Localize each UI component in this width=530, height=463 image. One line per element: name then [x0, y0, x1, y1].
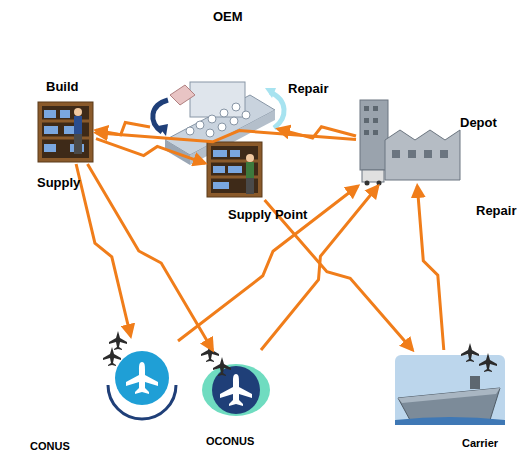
process-label: Build [46, 80, 79, 94]
lightning-connector [417, 186, 444, 350]
lightning-connector [178, 186, 358, 341]
conus-node: CONUS [106, 336, 178, 408]
shelf-icon [207, 142, 262, 197]
node-label: CONUS [30, 440, 70, 452]
oconus-node: OCONUS [200, 350, 272, 420]
process-label: Repair [288, 82, 328, 96]
carrier-node: Carrier [394, 350, 506, 426]
process-label: Repair [476, 204, 516, 218]
shelf-icon [38, 102, 93, 162]
depot-building [360, 100, 460, 186]
airbase-icon [103, 331, 176, 419]
node-label: Depot [460, 116, 497, 130]
node-label: OCONUS [206, 435, 254, 447]
supply-node: Supply [36, 100, 96, 164]
lightning-connector [88, 164, 213, 350]
depot-node: Depot [356, 96, 464, 186]
lightning-connector [265, 200, 413, 350]
airbase-icon [201, 343, 270, 416]
lightning-connector [96, 131, 356, 142]
carrier-ship [395, 343, 505, 425]
oem-node: OEM [150, 80, 278, 166]
node-label: Supply [37, 176, 80, 190]
lightning-connector [96, 139, 205, 164]
node-label: Carrier [462, 437, 498, 449]
node-label: Supply Point [228, 208, 307, 222]
node-label: OEM [213, 10, 243, 24]
supply-point-node: Supply Point [205, 140, 265, 200]
